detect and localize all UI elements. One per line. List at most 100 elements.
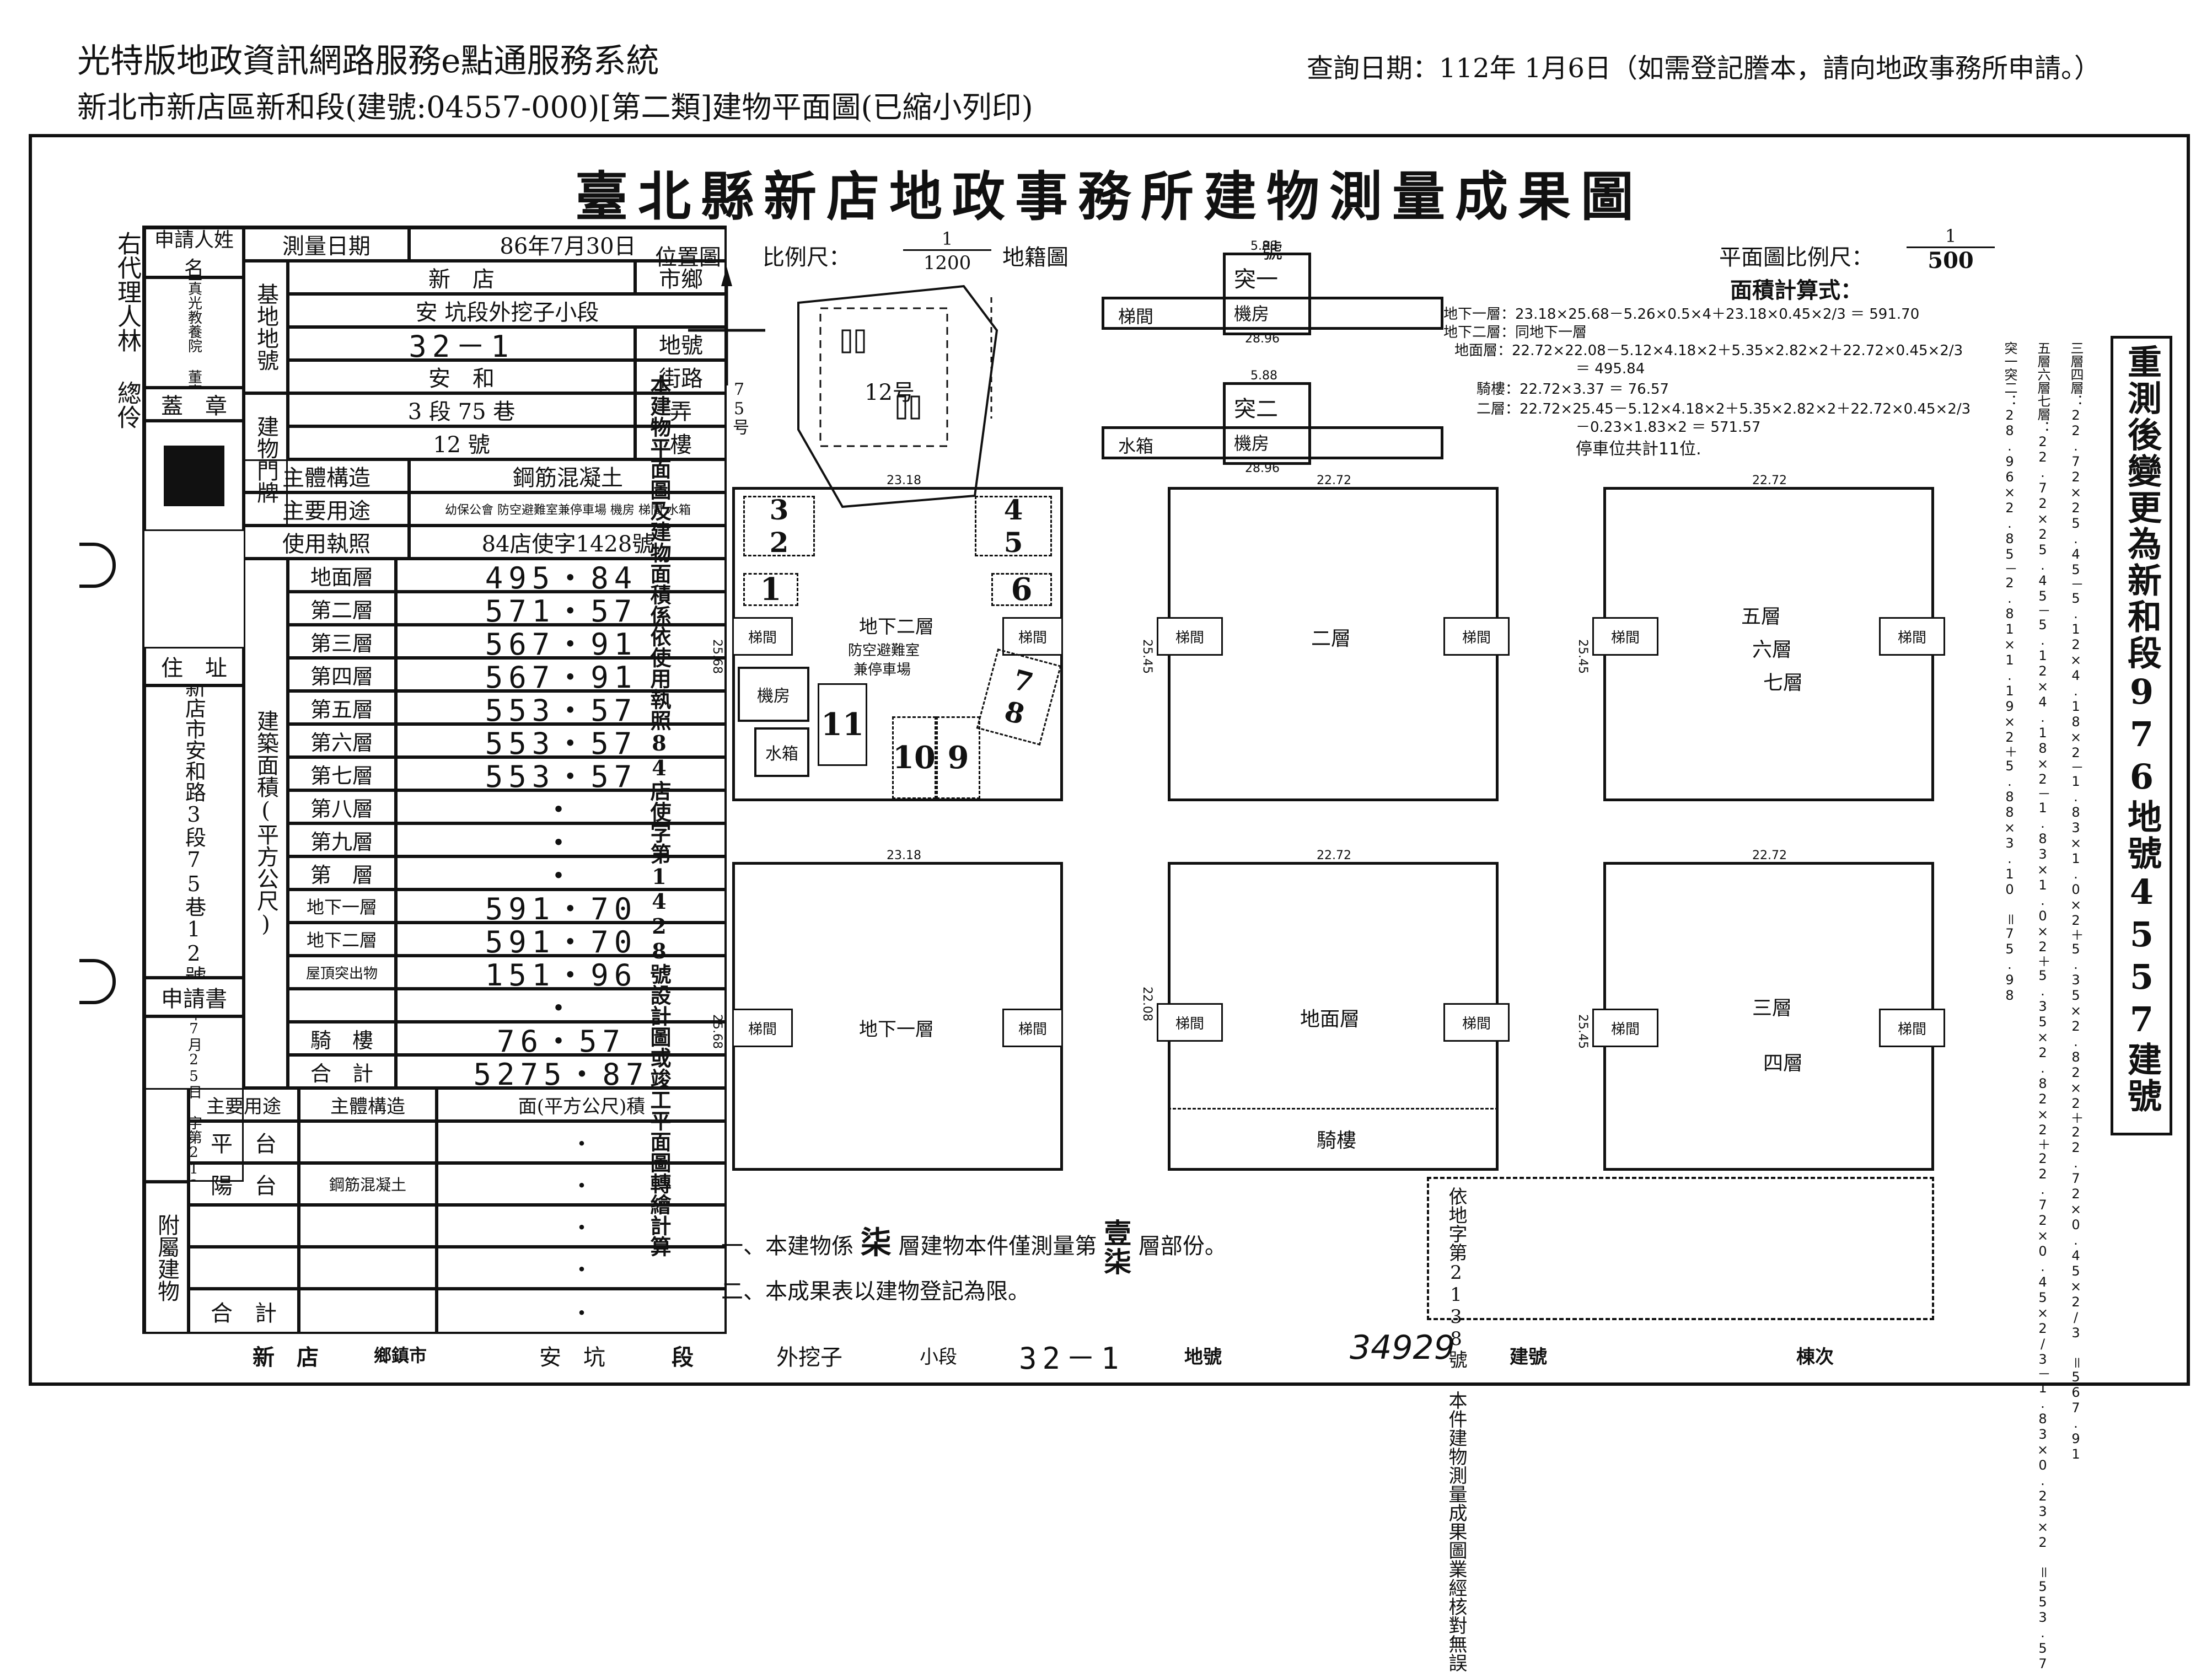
footer-building-no: 34929	[1350, 1328, 1455, 1367]
annex-use	[189, 1247, 299, 1289]
roof2-bottom-dim: 28.96	[1245, 462, 1280, 475]
stair-box: 梯間	[1592, 1009, 1658, 1047]
machine-room: 機房	[738, 667, 809, 722]
footer-row: 新 店 鄉鎮市 安 坑 段 外挖子 小段 32－1 地號 34929 建號 棟次	[142, 1328, 1962, 1376]
area-row-value: 151・96	[396, 956, 727, 989]
area-row-name: 騎 樓	[288, 1022, 396, 1055]
area-row-name: 第三層	[288, 625, 396, 658]
base-label: 基地地號	[253, 283, 278, 371]
area-row-name: 地下二層	[288, 923, 396, 956]
area-row-value: 553・57	[396, 724, 727, 757]
base-label-cell: 基地地號	[244, 261, 288, 393]
stair-box: 梯間	[1443, 617, 1510, 656]
area-row-name: 地面層	[288, 559, 396, 592]
area-total-value: 5275・87	[396, 1055, 727, 1088]
formula-line: ＝ 495.84	[1576, 361, 1645, 377]
area-row-name: 第二層	[288, 592, 396, 625]
plan-label: 二層	[1311, 628, 1351, 650]
plan-sublabel: 防空避難室	[848, 642, 920, 659]
plan-width-dim: 22.72	[1752, 474, 1787, 487]
address-value: 新店市安和路3段75巷12號	[181, 685, 206, 978]
note1-pre: 一、本建物係	[721, 1234, 853, 1259]
note-2: 二、本成果表以建物登記為限。	[721, 1279, 1030, 1304]
re-survey-stamp: 重測後變更為新和段976地號4557建號	[2111, 336, 2172, 1135]
annex-structure	[299, 1247, 437, 1289]
township: 新 店	[288, 261, 635, 294]
arcade-line	[1168, 1108, 1499, 1110]
floor-plan-1f: 22.72 22.08 梯間 梯間 地面層 騎樓	[1135, 849, 1554, 1180]
stair-box: 梯間	[1002, 617, 1063, 656]
scale-num: 1	[903, 228, 991, 251]
formula-line: 地面層：22.72×22.08－5.12×4.18×2＋5.35×2.82×2＋…	[1454, 342, 1963, 359]
stair-box: 梯間	[1157, 617, 1223, 656]
roof2-top-dim: 5.88	[1250, 369, 1277, 383]
formula-line: 停車位共計11位.	[1576, 440, 1701, 459]
house-number: 12 號	[288, 426, 635, 459]
parking-slot: 10	[892, 716, 936, 799]
location-label: 位置圖	[655, 245, 721, 270]
department-stamp-text: 依地字第2138號 本件建物測量成果圖業經核對無誤	[1445, 1187, 1467, 1672]
area-row-name: 第四層	[288, 658, 396, 691]
plan-width-dim: 22.72	[1317, 474, 1351, 487]
area-row-name	[288, 989, 396, 1022]
note1-from: 壹	[1104, 1217, 1132, 1250]
lot-number: 32－1	[288, 327, 635, 360]
street-suffix: 街路	[635, 360, 727, 393]
area-row-name: 第六層	[288, 724, 396, 757]
annex-header-area: 面(平方公尺)積	[437, 1088, 727, 1121]
lane-suffix: 弄	[635, 393, 727, 426]
annex-structure	[299, 1289, 437, 1334]
area-row-name: 第 層	[288, 856, 396, 889]
plan-label: 三層	[1752, 997, 1792, 1020]
annex-use: 陽 台	[189, 1163, 299, 1205]
roof1-top-dim: 5.88	[1250, 239, 1277, 253]
annex-structure	[299, 1121, 437, 1163]
plan-label: 地下二層	[859, 616, 934, 638]
floor-plan-5-7f: 22.72 25.45 梯間 梯間 五層 六層 七層	[1570, 474, 1989, 816]
survey-date-label: 測量日期	[244, 228, 409, 261]
area-row-name: 第五層	[288, 691, 396, 724]
stair-box: 梯間	[1592, 617, 1658, 656]
area-row-value: 495・84	[396, 559, 727, 592]
plan-sublabel: 兼停車場	[853, 662, 911, 678]
plan-width-dim: 23.18	[887, 849, 921, 862]
roof1-title: 突一	[1234, 267, 1278, 292]
area-calc-label: 面積計算式：	[1730, 277, 1862, 303]
plan-label: 五層	[1741, 605, 1781, 628]
area-row-name: 第八層	[288, 790, 396, 823]
agent-name: 右代理人林 緫伶	[113, 231, 141, 429]
area-row-name: 屋頂突出物	[288, 956, 396, 989]
footer-lot-suffix: 地號	[1184, 1346, 1222, 1368]
applicant-name-cell: 財團法人私立真光教養院 董事長：朱寶惠	[144, 277, 244, 388]
seal-cell	[144, 421, 244, 531]
note1-range: 壹 柒	[1104, 1219, 1131, 1277]
area-row-value: 567・91	[396, 625, 727, 658]
application-label: 申請書	[144, 978, 244, 1016]
annex-header-use: 主要用途	[189, 1088, 299, 1121]
query-date: 查詢日期：112年 1月6日（如需登記謄本，請向地政事務所申請。）	[1307, 53, 2101, 84]
area-row-value: 553・57	[396, 757, 727, 790]
annex-header-structure: 主體構造	[299, 1088, 437, 1121]
binder-hole	[79, 543, 116, 588]
water-tank: 水箱	[754, 727, 809, 777]
plan-height-dim: 22.08	[1140, 987, 1154, 1021]
footer-subsection-suffix: 小段	[920, 1346, 957, 1368]
area-row-value: ・	[396, 856, 727, 889]
street: 安 和	[288, 360, 635, 393]
footer-sheet: 棟次	[1796, 1346, 1834, 1368]
floor-plan-b1: 23.18 25.68 梯間 梯間 地下一層	[710, 849, 1118, 1180]
parking-slot: 11	[818, 683, 867, 766]
stair-box: 梯間	[1879, 617, 1945, 656]
plan-height-dim: 25.68	[710, 639, 724, 674]
cadastral-no: 號	[1261, 239, 1283, 263]
plan-width-dim: 23.18	[887, 474, 921, 487]
footer-building-suffix: 建號	[1510, 1346, 1547, 1368]
area-row-name: 第七層	[288, 757, 396, 790]
formula-line: 地下二層：同地下一層	[1443, 324, 1587, 341]
system-title: 光特版地政資訊網路服務e點通服務系統	[77, 42, 659, 81]
footer-subsection: 外挖子	[776, 1345, 842, 1370]
area-row-value: 591・70	[396, 889, 727, 923]
plan-label: 七層	[1763, 672, 1803, 694]
floor-plan-3-4f: 22.72 25.45 梯間 梯間 三層 四層	[1570, 849, 1989, 1180]
